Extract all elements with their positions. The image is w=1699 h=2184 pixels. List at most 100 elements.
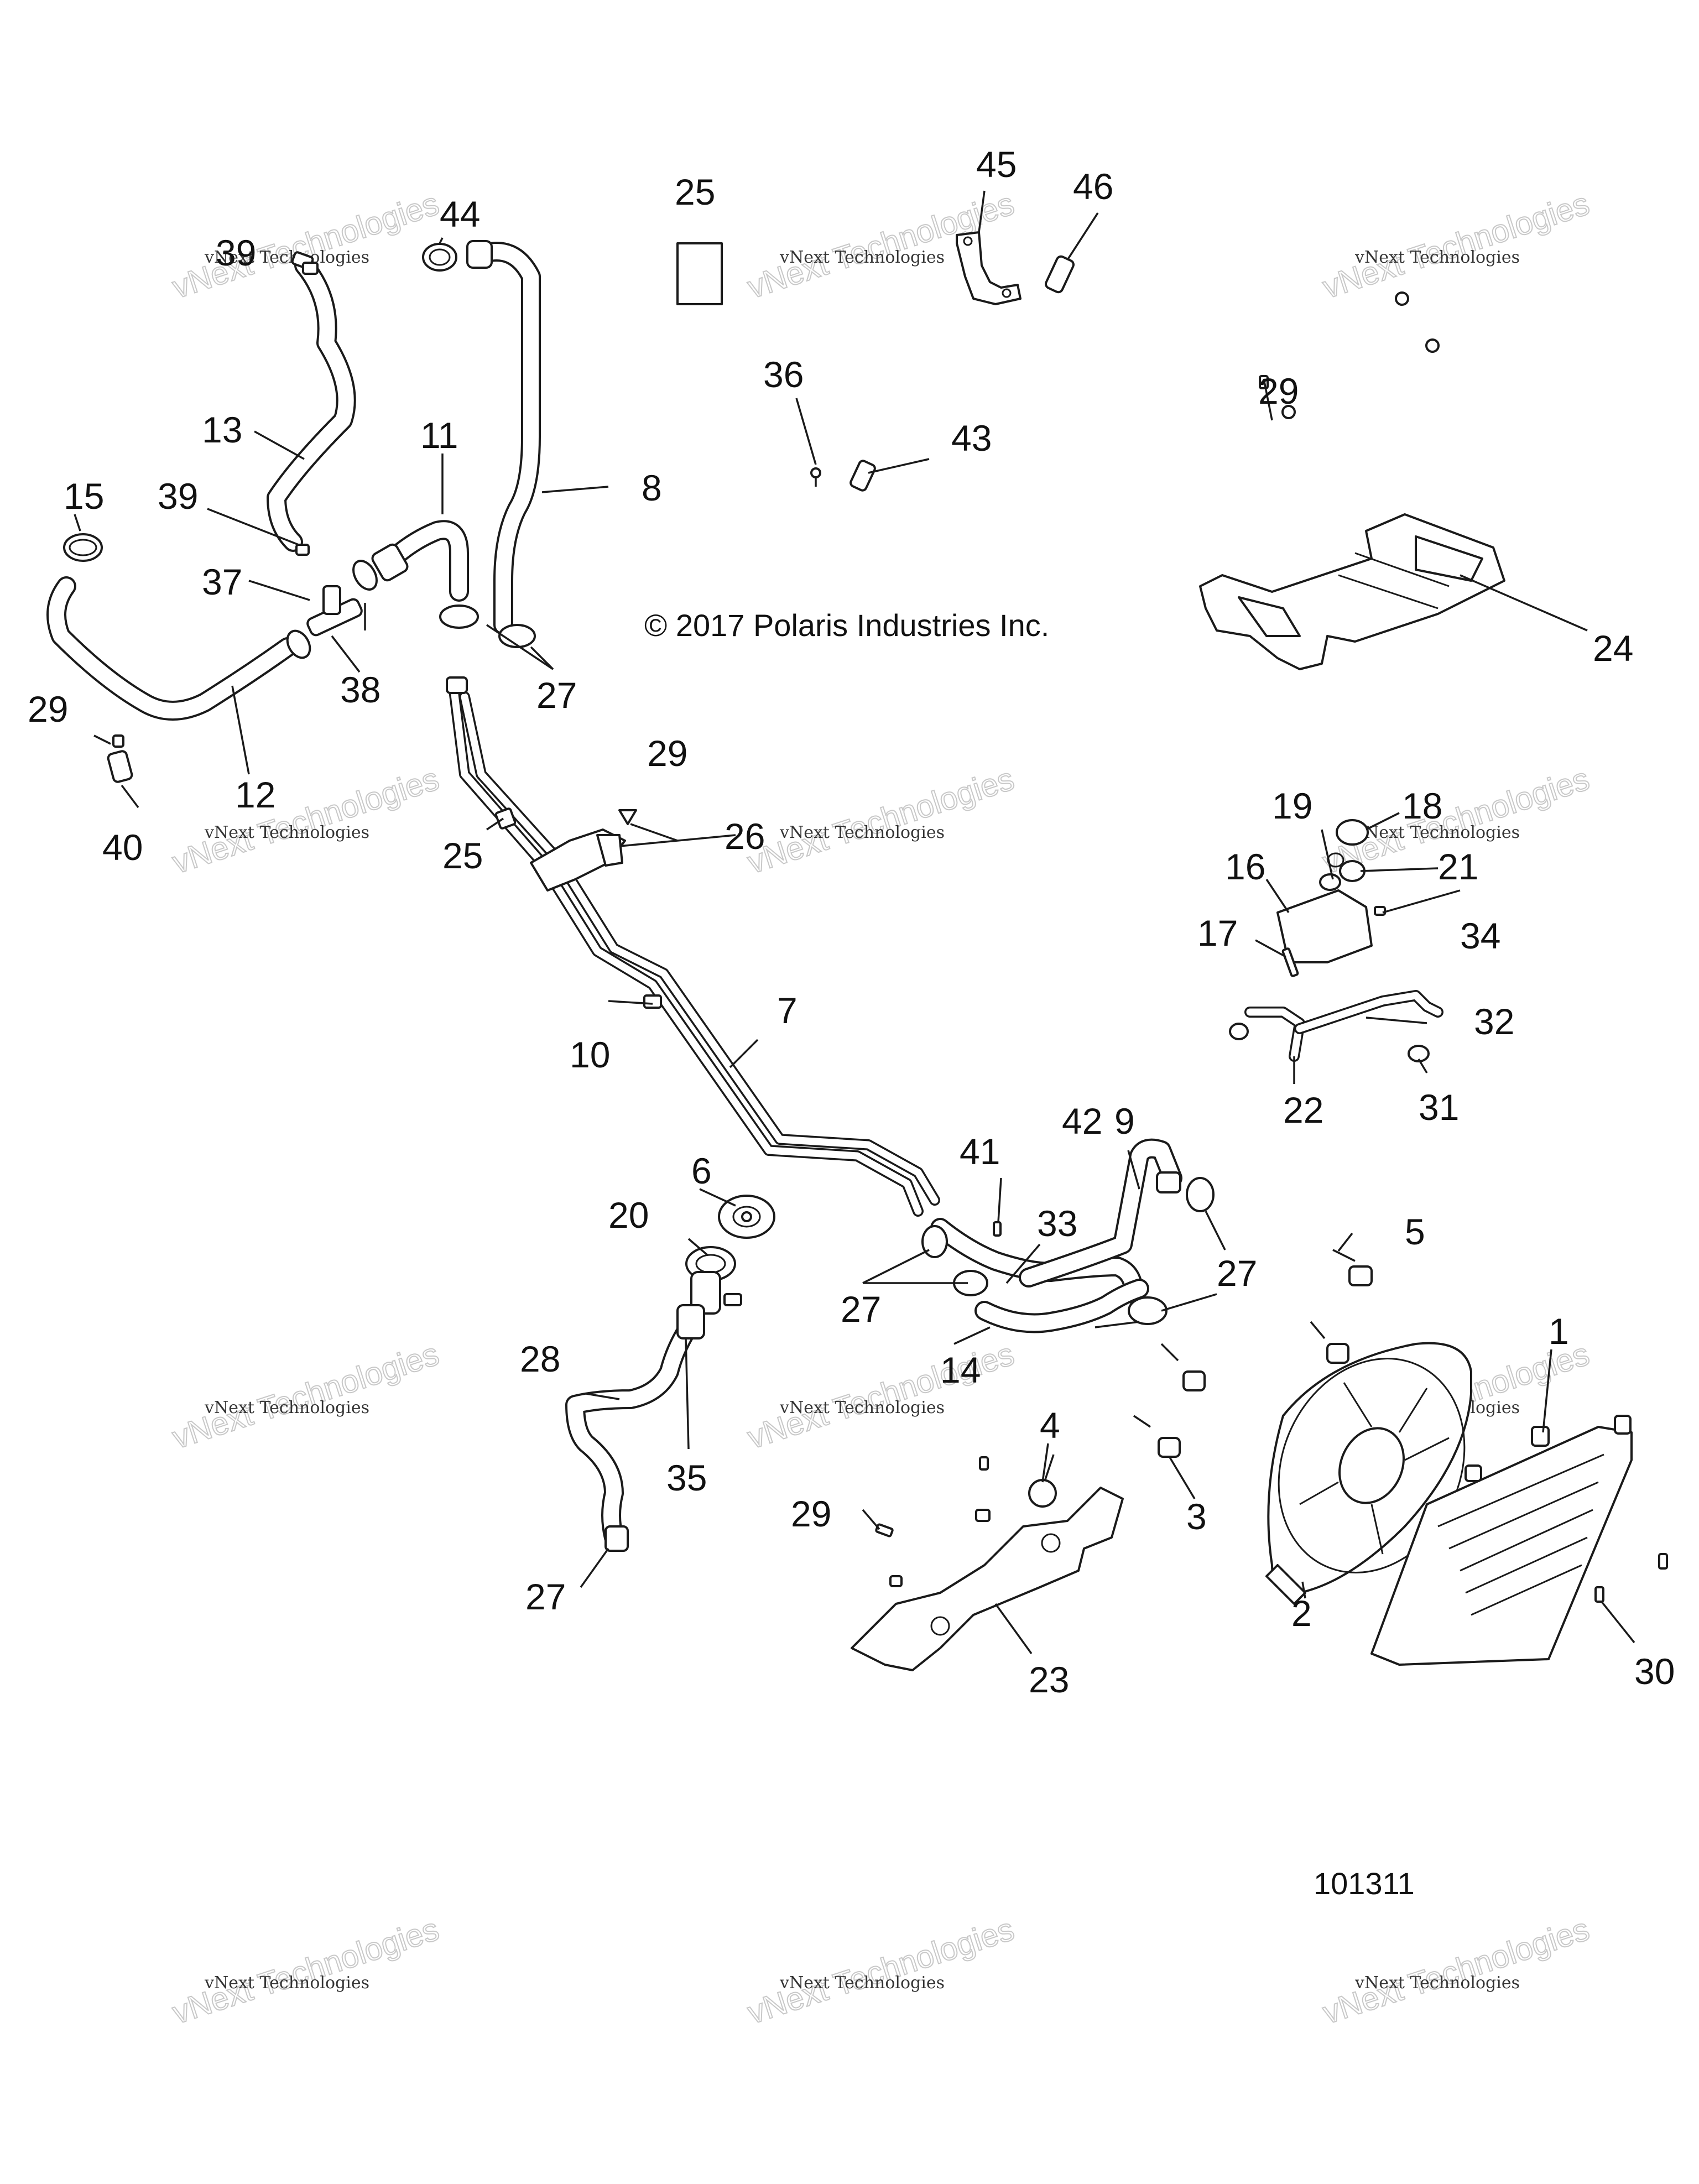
callout-21: 21 (1438, 846, 1478, 887)
callout-1: 1 (1549, 1311, 1569, 1352)
callout-28: 28 (520, 1338, 560, 1379)
callout-8: 8 (642, 467, 662, 508)
callout-41: 41 (960, 1131, 1000, 1172)
callout-24: 24 (1593, 628, 1633, 669)
part-drawings (46, 190, 1668, 1671)
watermark: vNext Technologies vNext Technologies (168, 760, 444, 881)
callout-43: 43 (951, 418, 992, 458)
figure-number: 101311 (1314, 1866, 1415, 1901)
callout-44: 44 (440, 194, 480, 234)
watermark-text: vNext Technologies (204, 1398, 369, 1417)
watermark-text: vNext Technologies (779, 1973, 945, 1993)
watermark: vNext Technologies vNext Technologies (1318, 185, 1594, 306)
hose-22-32 (1229, 906, 1443, 1062)
callout-16: 16 (1225, 846, 1265, 887)
callout-25-mid: 25 (442, 835, 483, 876)
callouts: 1 2 3 4 5 6 7 8 9 10 11 12 13 14 15 16 1… (28, 144, 1675, 1700)
radiator-1 (1370, 1415, 1633, 1666)
watermark-text: vNext Technologies (1318, 185, 1593, 305)
watermark-text: vNext Technologies (168, 760, 443, 880)
callout-18: 18 (1402, 785, 1442, 826)
callout-29-c: 29 (791, 1493, 831, 1534)
watermark-text: vNext Technologies (204, 823, 369, 842)
clamp-44 (422, 243, 457, 272)
callout-10: 10 (570, 1034, 610, 1075)
grommets-3-5 (1133, 1249, 1373, 1458)
hose-8 (466, 240, 541, 635)
clamp-39-lower (295, 544, 310, 556)
screw-36 (810, 467, 821, 487)
callout-15: 15 (64, 476, 104, 517)
watermark: vNext Technologies vNext Technologies (168, 1335, 444, 1456)
fan-assembly-2 (1265, 1342, 1472, 1605)
watermark-text: vNext Technologies (779, 1398, 945, 1417)
callout-29-a: 29 (28, 689, 68, 729)
tube-7-10 (446, 676, 940, 1217)
callout-9: 9 (1114, 1101, 1135, 1141)
tee-fitting-37 (306, 585, 363, 637)
callout-20: 20 (608, 1195, 649, 1236)
watermark-text: vNext Technologies (743, 760, 1018, 880)
clamp-27-upper (439, 604, 536, 648)
callout-12: 12 (235, 774, 275, 815)
hose-11 (371, 520, 469, 602)
callout-37: 37 (202, 561, 242, 602)
callout-39-top: 39 (216, 232, 256, 273)
bracket-23 (851, 1479, 1124, 1671)
callout-32: 32 (1474, 1001, 1514, 1042)
watermark-text: vNext Technologies (743, 1911, 1018, 2031)
callout-29-b: 29 (647, 733, 687, 774)
callout-42: 42 (1062, 1101, 1102, 1141)
watermark: vNext Technologies vNext Technologies (743, 1910, 1019, 2031)
label-25 (676, 242, 723, 305)
watermark-text: vNext Technologies (168, 185, 443, 305)
hose-13 (267, 251, 356, 552)
callout-31: 31 (1419, 1087, 1459, 1128)
pressure-cap-6 (718, 1195, 775, 1239)
callout-30: 30 (1634, 1651, 1675, 1692)
watermarks: vNext Technologies vNext Technologies vN… (168, 185, 1594, 2031)
watermark-text: vNext Technologies (1318, 1911, 1593, 2031)
leader-lines (74, 190, 1635, 1655)
callout-19: 19 (1272, 785, 1312, 826)
callout-27-a: 27 (536, 675, 577, 716)
watermark: vNext Technologies vNext Technologies (1318, 1910, 1594, 2031)
callout-7: 7 (777, 990, 798, 1031)
callout-25-top: 25 (675, 171, 715, 212)
bracket-45 (956, 231, 1022, 305)
clip-43 (850, 460, 876, 492)
callout-40: 40 (102, 827, 143, 868)
callout-33: 33 (1037, 1203, 1077, 1244)
watermark-text: vNext Technologies (1354, 1973, 1520, 1993)
callout-27-c: 27 (1217, 1253, 1257, 1294)
callout-27-b: 27 (841, 1289, 881, 1330)
clamp-40 (107, 734, 133, 783)
callout-34: 34 (1460, 915, 1500, 956)
callout-2: 2 (1291, 1593, 1312, 1634)
callout-39-mid: 39 (158, 476, 198, 517)
clamp-15 (63, 533, 103, 562)
watermark-text: vNext Technologies (779, 248, 945, 267)
watermark-text: vNext Technologies (1354, 248, 1520, 267)
watermark-text: vNext Technologies (204, 1973, 369, 1993)
callout-26: 26 (725, 816, 765, 857)
clamp-27-right (921, 1177, 1215, 1325)
watermark-text: vNext Technologies (168, 1911, 443, 2031)
clip-46 (1045, 255, 1075, 294)
filler-neck-20 (685, 1246, 742, 1315)
watermark-text: vNext Technologies (779, 823, 945, 842)
callout-46: 46 (1073, 166, 1113, 207)
callout-14: 14 (940, 1349, 981, 1390)
hose-42-9 (1019, 1138, 1182, 1288)
bolt-30 (1594, 1553, 1668, 1603)
screw-41 (993, 1221, 1002, 1237)
bracket-26 (530, 828, 626, 892)
watermark-text: vNext Technologies (168, 1336, 443, 1456)
clamp-39-upper (302, 262, 319, 275)
watermark-text: vNext Technologies (1354, 823, 1520, 842)
watermark: vNext Technologies vNext Technologies (168, 1910, 444, 2031)
callout-3: 3 (1186, 1496, 1207, 1537)
bracket-24 (1199, 291, 1505, 670)
callout-13: 13 (202, 409, 242, 450)
